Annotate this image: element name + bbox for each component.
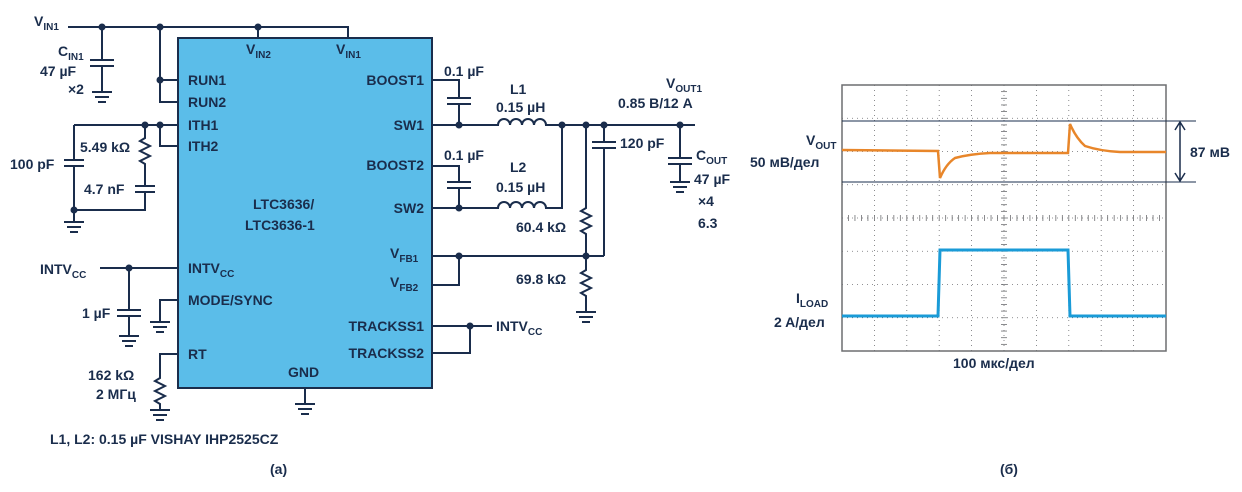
pin-run2: RUN2 [188,94,226,110]
l1-inductor [432,118,695,126]
cin-capacitor [90,27,114,103]
pin-mode-sync: MODE/SYNC [188,292,273,308]
gnd-symbol [295,388,315,415]
cout-voltage: 6.3 [698,215,718,231]
time-scale: 100 мкс/дел [953,355,1035,371]
r-fb-top-value: 60.4 kΩ [516,219,566,235]
iload-scale: 2 A/дел [774,314,825,330]
iload-trace [842,248,1166,318]
vout-label: VOUT [806,132,836,152]
schematic: VIN1 CIN1 47 µF ×2 5.49 kΩ 100 pF 4.7 nF… [10,13,731,477]
r-fb-top-resistor [578,125,594,256]
chip-name-line2: LTC3636-1 [245,217,315,233]
pin-vin2: VIN2 [246,41,271,61]
r-rt-resistor [150,353,178,421]
cout-capacitor [668,125,692,193]
c-ff-capacitor [592,125,616,256]
pin-trackss2: TRACKSS2 [349,345,425,361]
vin1-top-label: VIN1 [34,13,59,33]
pin-sw1: SW1 [394,117,425,133]
intvcc-right-label: INTVCC [496,318,542,338]
pin-rt: RT [188,346,207,362]
pin-vfb1: VFB1 [390,245,419,265]
pin-boost2: BOOST2 [366,157,424,173]
l2-inductor [432,125,563,209]
c-boost2-value: 0.1 µF [444,147,484,163]
c-boost1-value: 0.1 µF [444,63,484,79]
r-rt-value: 162 kΩ [88,367,134,383]
footnote: L1, L2: 0.15 µF VISHAY IHP2525CZ [50,431,279,447]
vout1-label: VOUT1 [666,75,702,95]
span-arrow [1174,120,1186,183]
caption-a: (a) [270,461,287,477]
pin-ith1: ITH1 [188,117,219,133]
intvcc-left-label: INTVCC [40,261,86,281]
r-fb-bottom-resistor [576,256,596,323]
cin-value: 47 µF [40,63,77,79]
cout-value: 47 µF [694,171,731,187]
vout-trace [841,123,1166,179]
scope-plot: 87 мВ VOUT 50 мВ/дел ILOAD 2 A/дел 100 м… [750,84,1230,477]
pin-boost1: BOOST1 [366,72,424,88]
c-boost1-capacitor [432,79,471,125]
pin-run1: RUN1 [188,72,226,88]
l1-name: L1 [510,81,527,97]
vin1-rail [68,26,349,38]
c-ith1-capacitor [64,125,84,210]
pin-sw2: SW2 [394,200,425,216]
cout-label: COUT [696,147,727,167]
pin-gnd: GND [288,364,319,380]
r-ith-value: 5.49 kΩ [80,139,130,155]
cout-count: ×4 [698,193,714,209]
c-boost2-capacitor [432,165,471,208]
caption-b: (б) [1000,461,1018,477]
cin-label: CIN1 [58,43,84,63]
cin-count: ×2 [68,81,84,97]
r-fb-bottom-value: 69.8 kΩ [516,271,566,287]
r-ith-and-c-ith2 [74,125,155,211]
run-wires [159,27,178,103]
chip-name-line1: LTC3636/ [253,196,314,212]
span-label: 87 мВ [1190,144,1230,160]
rt-frequency: 2 MГц [96,386,136,402]
pin-ith2: ITH2 [188,138,219,154]
pin-trackss1: TRACKSS1 [349,318,425,334]
scope-grid [841,84,1167,352]
ith-ground [64,210,84,233]
pin-vfb2: VFB2 [390,274,419,294]
c-ith1-value: 100 pF [10,156,55,172]
c-intvcc-value: 1 µF [82,305,111,321]
ic-chip-body [177,37,433,389]
mode-ground [150,299,178,333]
l2-value: 0.15 µH [496,179,545,195]
c-ith2-value: 4.7 nF [84,181,125,197]
c-ff-value: 120 pF [620,135,665,151]
pin-vin1: VIN1 [336,41,361,61]
l1-value: 0.15 µH [496,99,545,115]
span-reference-lines [842,120,1196,183]
pin-intvcc: INTVCC [188,260,234,280]
vout1-value: 0.85 В/12 A [618,95,693,111]
l2-name: L2 [510,159,527,175]
trackss-wires [432,325,492,354]
iload-label: ILOAD [796,290,828,310]
vout-scale: 50 мВ/дел [750,154,819,170]
c-intvcc-capacitor [117,268,141,347]
